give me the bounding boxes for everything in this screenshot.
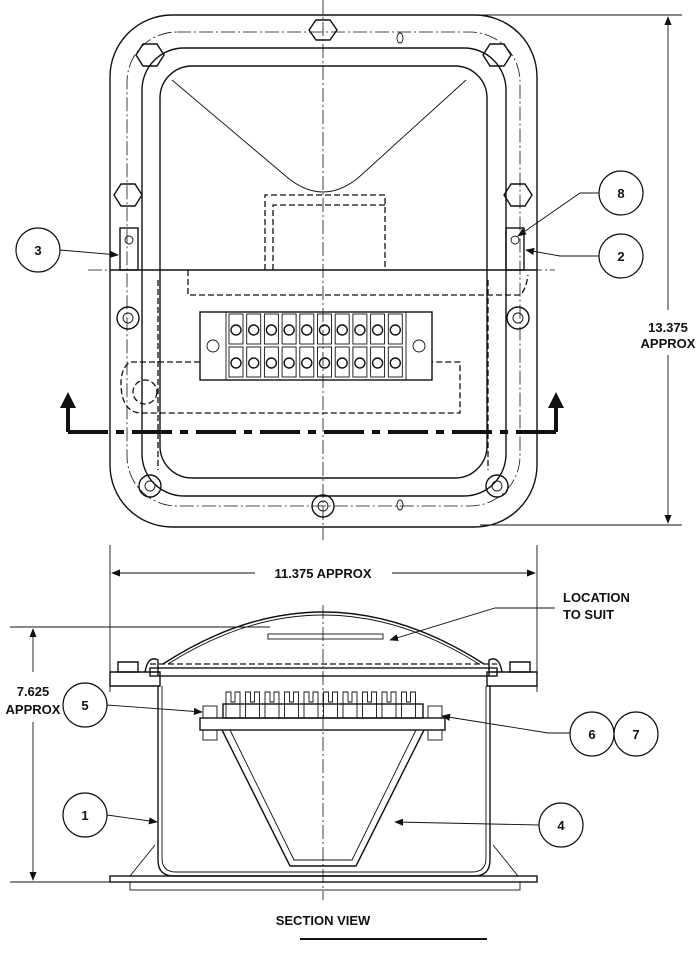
- bolt-icon: [482, 43, 512, 67]
- hidden-cover: [187, 270, 529, 296]
- width-dimension: 11.375 APPROX: [274, 566, 371, 581]
- terminal-cell: [352, 346, 368, 378]
- inner-ring: [141, 47, 507, 497]
- dome: [162, 611, 485, 665]
- bolts: [113, 19, 533, 518]
- hidden-hole: [132, 379, 158, 405]
- terminal-screw-icon: [354, 357, 366, 369]
- terminal-section: [245, 691, 260, 718]
- terminal-screw-icon: [371, 324, 384, 336]
- terminal-section: [284, 691, 299, 718]
- terminal-cell: [387, 313, 403, 345]
- location-note-line2: TO SUIT: [563, 607, 614, 622]
- terminal-cell: [299, 346, 315, 378]
- terminal-screw-icon: [336, 357, 348, 369]
- terminal-screw-icon: [318, 357, 331, 369]
- terminal-cell: [317, 313, 332, 345]
- window: [159, 65, 488, 479]
- terminal-cell: [387, 346, 403, 378]
- tab-screw-left: [124, 235, 134, 245]
- balloon-7: [613, 711, 659, 757]
- terminal-cell: [352, 313, 368, 345]
- terminal-screw-icon: [283, 324, 295, 336]
- terminal-section: [342, 691, 358, 718]
- terminal-cell: [370, 346, 386, 378]
- terminal-section: [264, 691, 280, 718]
- terminal-cell: [246, 346, 262, 378]
- terminal-block: [199, 311, 433, 381]
- hidden-bracket-inner: [272, 204, 385, 270]
- terminal-cell: [246, 313, 262, 345]
- terminal-cell: [317, 346, 332, 378]
- arrow-up-icon: [548, 392, 564, 408]
- bolt-icon: [113, 183, 143, 207]
- hidden-bracket: [264, 194, 386, 270]
- top-view: 13.375 APPROX 3 8 2: [15, 0, 696, 540]
- flange: [149, 667, 498, 677]
- bolt-icon: [503, 183, 533, 207]
- terminal-assembly: [199, 691, 446, 867]
- terminal-screw-icon: [389, 324, 401, 336]
- terminal-section: [323, 691, 338, 718]
- terminal-section: [303, 691, 319, 718]
- terminal-screw-icon: [265, 357, 278, 369]
- terminal-screw-icon: [247, 357, 260, 369]
- terminal-screw-icon: [265, 324, 278, 336]
- section-view: 11.375 APPROX LOCATION TO SUIT: [6, 545, 659, 940]
- terminal-screw-icon: [389, 357, 401, 369]
- terminal-cell: [228, 346, 244, 378]
- terminal-cell: [263, 313, 279, 345]
- balloon-5-label: 5: [81, 698, 88, 713]
- terminal-cell: [263, 346, 279, 378]
- terminal-screw-icon: [371, 357, 384, 369]
- terminal-screw-icon: [301, 357, 313, 369]
- flange-bolts: [117, 661, 531, 673]
- terminal-section: [362, 691, 377, 718]
- terminal-screw-icon: [283, 357, 295, 369]
- terminal-screw-icon: [247, 324, 260, 336]
- terminal-section: [225, 691, 241, 718]
- balloon-8-label: 8: [617, 186, 624, 201]
- balloon-4-label: 4: [557, 818, 565, 833]
- balloon-6-label: 6: [588, 727, 595, 742]
- terminal-cell: [281, 346, 297, 378]
- section-height-note: APPROX: [6, 702, 61, 717]
- terminal-screw-icon: [318, 324, 331, 336]
- outer-flange: [109, 14, 538, 528]
- terminal-cell: [334, 346, 350, 378]
- location-note-line1: LOCATION: [563, 590, 630, 605]
- terminal-section: [381, 691, 397, 718]
- balloon-1-label: 1: [81, 808, 88, 823]
- terminal-screw-icon: [230, 324, 242, 336]
- arrow-up-icon: [60, 392, 76, 408]
- tab-screw-right: [510, 235, 520, 245]
- base-plate: [109, 875, 538, 883]
- bolt-circle: [126, 31, 521, 507]
- height-dimension-value: 13.375: [648, 320, 688, 335]
- section-height-value: 7.625: [17, 684, 50, 699]
- terminal-cell: [370, 313, 386, 345]
- height-dimension-note: APPROX: [641, 336, 696, 351]
- terminal-screw-icon: [230, 357, 242, 369]
- balloon-7-label: 7: [632, 727, 639, 742]
- hidden-plate: [120, 361, 461, 414]
- terminal-cell: [228, 313, 244, 345]
- terminal-screw-icon: [336, 324, 348, 336]
- terminal-screw-icon: [354, 324, 366, 336]
- bolt-icon: [135, 43, 165, 67]
- terminal-cell: [299, 313, 315, 345]
- balloon-2-label: 2: [617, 249, 624, 264]
- terminal-cell: [334, 313, 350, 345]
- tab-left: [119, 227, 139, 271]
- tab-right: [505, 227, 525, 271]
- balloon-3-label: 3: [34, 243, 41, 258]
- terminal-cell: [281, 313, 297, 345]
- terminal-section: [401, 691, 416, 718]
- reflector-v: [171, 79, 467, 193]
- bolt-icon: [308, 19, 338, 41]
- enclosure-body: [157, 686, 491, 877]
- section-view-title: SECTION VIEW: [276, 913, 371, 928]
- terminal-screw-icon: [301, 324, 313, 336]
